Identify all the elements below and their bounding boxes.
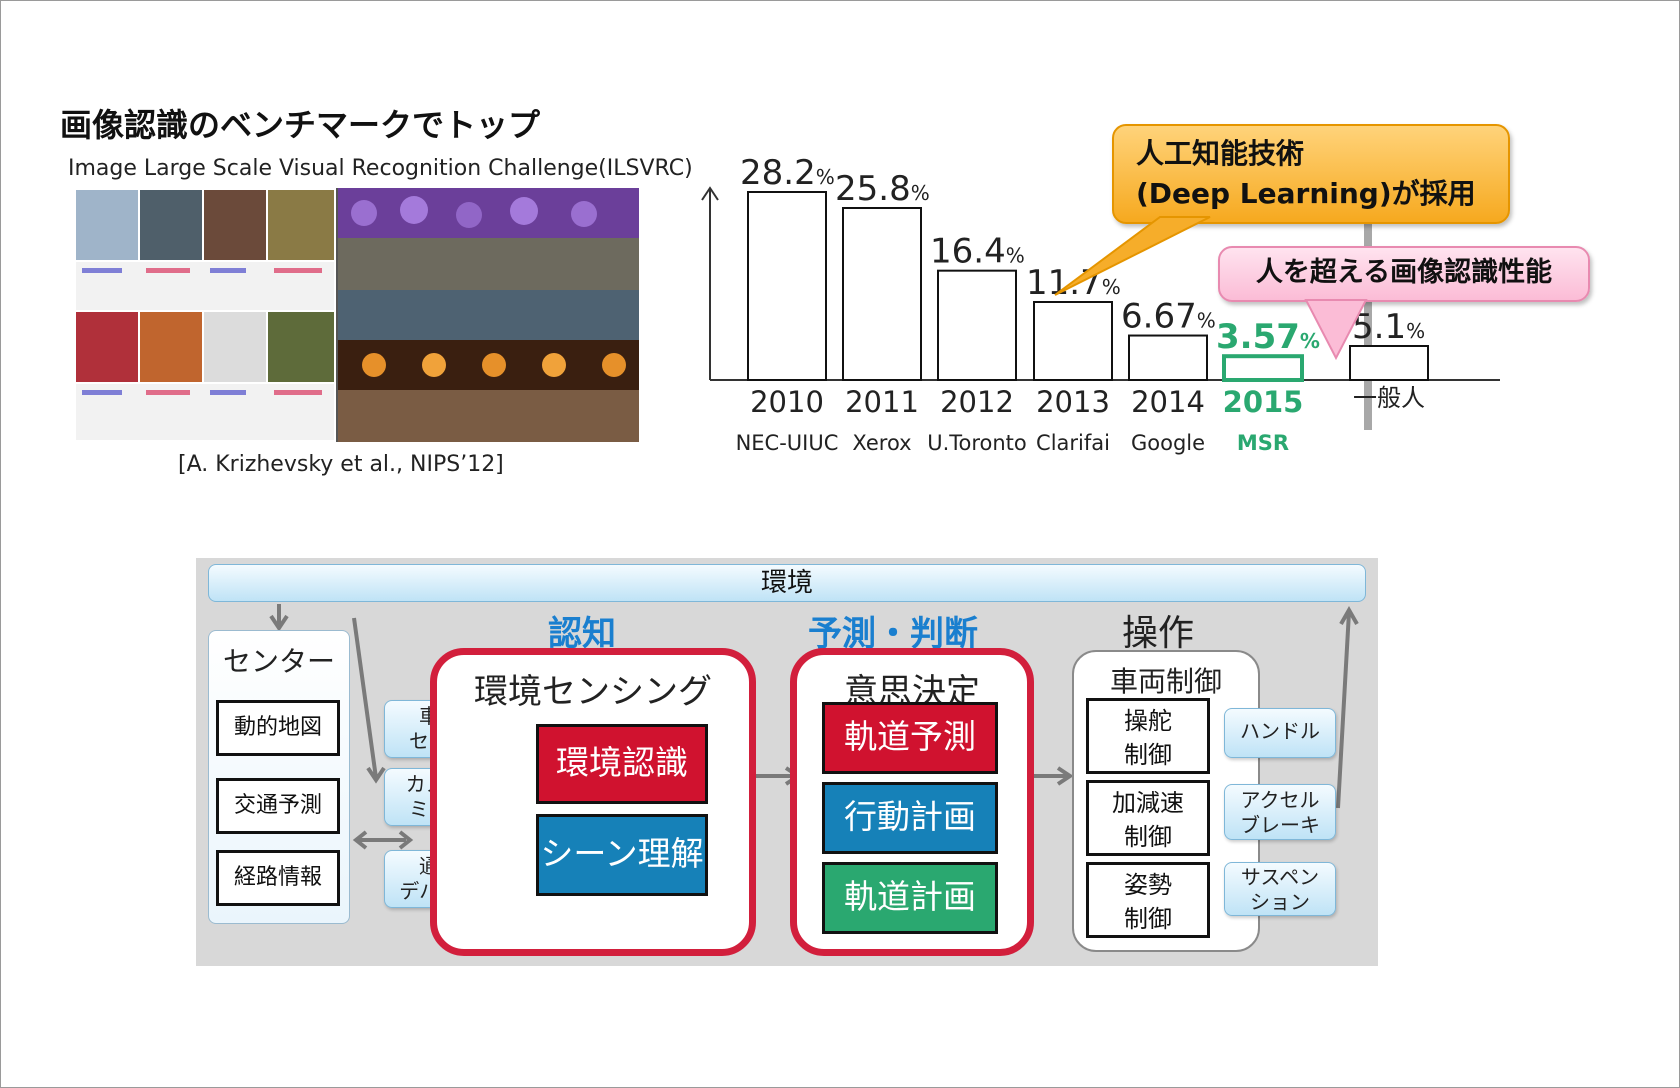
bar-2013 <box>1033 301 1113 381</box>
team-label: Clarifai <box>1036 431 1110 455</box>
bar-2015 <box>1222 354 1304 382</box>
center-item-dynamic-map: 動的地図 <box>216 700 340 756</box>
actuator-label: ブレーキ <box>1240 813 1320 837</box>
actuator-accel-brake: アクセル ブレーキ <box>1224 784 1336 840</box>
team-label: Xerox <box>852 431 911 455</box>
value-label-2011: 25.8% <box>835 169 930 209</box>
decision-item-action-planning: 行動計画 <box>822 782 998 854</box>
heading-perception: 認知 <box>548 614 616 654</box>
decision-item-trajectory-planning: 軌道計画 <box>822 862 998 934</box>
environment-bar: 環境 <box>208 564 1366 602</box>
diagram-arrows <box>269 604 1359 850</box>
bar-2011 <box>842 207 922 381</box>
vehicle-control-title: 車両制御 <box>1109 665 1222 698</box>
challenge-subtitle: Image Large Scale Visual Recognition Cha… <box>68 156 693 181</box>
center-sensor-link <box>352 830 414 850</box>
control-to-env-arrow <box>1336 605 1359 809</box>
category-label: 2011 <box>845 385 919 419</box>
control-label: 制御 <box>1124 823 1172 851</box>
callout-line-1: 人工知能技術 <box>1136 137 1305 170</box>
value-label-2012: 16.4% <box>930 232 1025 272</box>
y-axis-arrow <box>701 186 719 201</box>
deep-learning-callout: 人工知能技術 (Deep Learning)が採用 <box>1112 124 1510 224</box>
sensing-item-scene-understanding: シーン理解 <box>536 814 708 896</box>
error-rate-chart: 認識エラー率 28.2%2010NEC-UIUC25.8%2011Xerox16… <box>701 153 1500 455</box>
category-label: 2015 <box>1223 385 1304 419</box>
control-label: 姿勢 <box>1124 871 1172 899</box>
category-label: 2013 <box>1036 385 1110 419</box>
actuator-suspension: サスペン ション <box>1224 862 1336 916</box>
heading-prediction: 予測・判断 <box>808 614 978 654</box>
slide-title: 画像認識のベンチマークでトップ <box>60 106 541 144</box>
bar-2012 <box>937 269 1017 382</box>
control-steering: 操舵 制御 <box>1086 698 1210 774</box>
callout-pointer <box>1054 216 1211 296</box>
center-item-traffic-prediction: 交通予測 <box>216 778 340 834</box>
team-label: U.Toronto <box>927 431 1027 455</box>
control-label: 操舵 <box>1124 707 1172 735</box>
superhuman-pointer <box>1304 299 1368 361</box>
bar-2010 <box>747 191 827 381</box>
actuator-steering-wheel: ハンドル <box>1224 708 1336 758</box>
category-label: 2010 <box>750 385 824 419</box>
control-label: 加減速 <box>1112 789 1184 817</box>
decision-item-trajectory-prediction: 軌道予測 <box>822 702 998 774</box>
category-label: 一般人 <box>1353 384 1425 412</box>
bar-一般人 <box>1349 345 1429 381</box>
callout-line-2: (Deep Learning)が採用 <box>1136 177 1476 210</box>
imagenet-sample-mosaic <box>74 188 639 442</box>
citation: [A. Krizhevsky et al., NIPS’12] <box>178 452 504 477</box>
heading-operation: 操作 <box>1122 613 1195 654</box>
actuator-label: アクセル <box>1240 788 1320 812</box>
control-label: 制御 <box>1124 905 1172 933</box>
bar-2014 <box>1128 334 1208 382</box>
category-label: 2014 <box>1131 385 1205 419</box>
superhuman-callout: 人を超える画像認識性能 <box>1218 246 1590 302</box>
category-label: 2012 <box>940 385 1014 419</box>
actuator-label: サスペン <box>1240 865 1320 889</box>
team-label: Google <box>1131 431 1205 455</box>
env-to-sensor-arrow <box>352 617 386 784</box>
team-label: MSR <box>1237 431 1289 455</box>
sensing-title: 環境センシング <box>474 672 712 712</box>
team-label: NEC-UIUC <box>736 431 839 455</box>
center-item-route-info: 経路情報 <box>216 850 340 906</box>
value-label-一般人: 5.1% <box>1352 307 1425 347</box>
control-acceleration: 加減速 制御 <box>1086 780 1210 856</box>
actuator-label: ション <box>1250 890 1310 914</box>
control-label: 制御 <box>1124 741 1172 769</box>
env-to-center-arrow <box>269 604 289 632</box>
control-attitude: 姿勢 制御 <box>1086 862 1210 938</box>
sensing-item-environment-recognition: 環境認識 <box>536 724 708 804</box>
center-title: センター <box>222 645 335 678</box>
value-label-2010: 28.2% <box>740 153 835 193</box>
actuator-label: ハンドル <box>1240 719 1320 743</box>
